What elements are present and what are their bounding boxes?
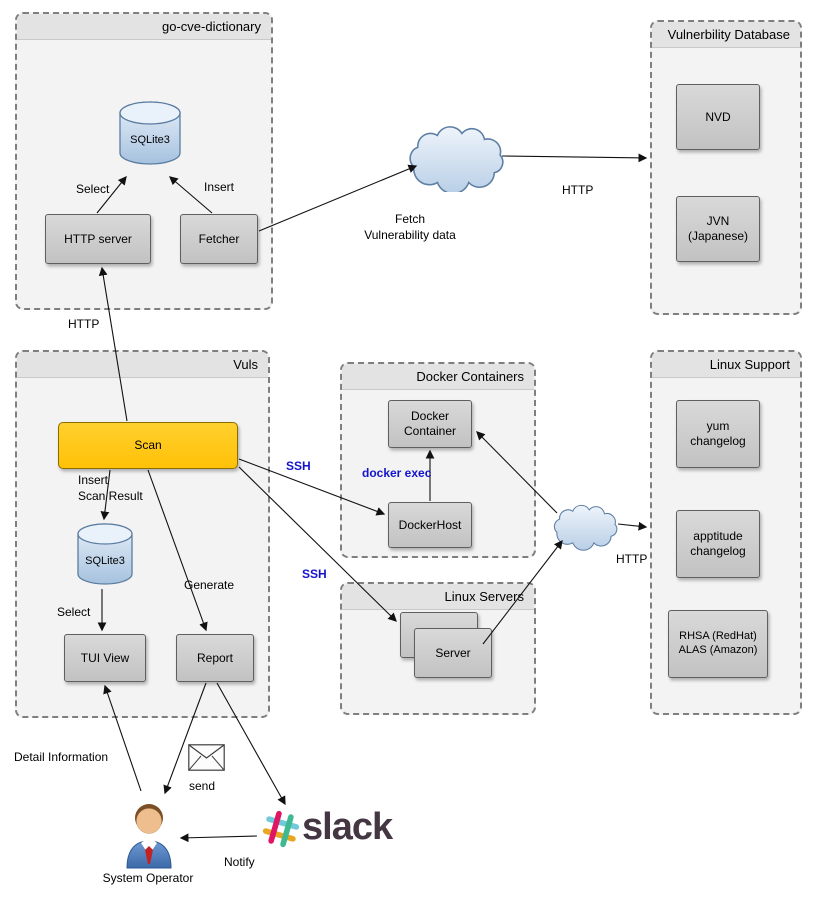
group-title-vuln-db: Vulnerbility Database — [652, 22, 800, 48]
node-server: Server — [414, 628, 492, 678]
slack-hash-icon — [262, 810, 300, 848]
node-tui-view: TUI View — [64, 634, 146, 682]
label-select-cve: Select — [76, 182, 110, 196]
label-insert-cve: Insert — [204, 180, 235, 194]
label-insert-scan-result: Insert Scan Result — [78, 473, 143, 503]
group-title-vuls: Vuls — [17, 352, 268, 378]
node-jvn: JVN (Japanese) — [676, 196, 760, 262]
label-http-support: HTTP — [616, 552, 648, 566]
node-nvd: NVD — [676, 84, 760, 150]
group-vulnerability-database: Vulnerbility Database — [650, 20, 802, 315]
label-notify: Notify — [224, 855, 255, 869]
label-ssh-linux: SSH — [302, 567, 327, 581]
node-report: Report — [176, 634, 254, 682]
sqlite-cylinder-cve: SQLite3 — [119, 101, 181, 165]
label-fetch-vulnerability-data: Fetch Vulnerability data — [364, 212, 456, 242]
label-send: send — [189, 779, 216, 793]
node-scan: Scan — [58, 422, 238, 469]
system-operator-icon — [126, 804, 172, 869]
sqlite-vuls-label: SQLite3 — [85, 555, 125, 567]
label-select-vuls: Select — [57, 605, 91, 619]
mail-icon — [188, 744, 225, 771]
node-http-server: HTTP server — [45, 214, 151, 264]
group-title-docker: Docker Containers — [342, 364, 534, 390]
label-http-vuls: HTTP — [68, 317, 100, 331]
node-docker-host: DockerHost — [388, 502, 472, 548]
label-ssh-docker: SSH — [286, 459, 311, 473]
label-detail-information: Detail Information — [14, 750, 109, 764]
label-system-operator: System Operator — [102, 871, 194, 885]
node-docker-container: Docker Container — [388, 400, 472, 448]
group-title-linux-servers: Linux Servers — [342, 584, 534, 610]
internet-cloud-small-icon — [553, 504, 618, 551]
node-apt-changelog: apptitude changelog — [676, 510, 760, 578]
label-docker-exec: docker exec — [362, 466, 432, 480]
label-http-fetch: HTTP — [562, 183, 594, 197]
sqlite-cve-label: SQLite3 — [130, 134, 170, 146]
internet-cloud-icon — [409, 126, 504, 192]
node-yum-changelog: yum changelog — [676, 400, 760, 468]
label-generate: Generate — [184, 578, 235, 592]
node-rhsa-alas: RHSA (RedHat) ALAS (Amazon) — [668, 610, 768, 678]
group-title-linux-support: Linux Support — [652, 352, 800, 378]
group-title-go-cve: go-cve-dictionary — [17, 14, 271, 40]
node-fetcher: Fetcher — [180, 214, 258, 264]
sqlite-cylinder-vuls: SQLite3 — [77, 523, 133, 585]
slack-wordmark: slack — [302, 806, 393, 848]
